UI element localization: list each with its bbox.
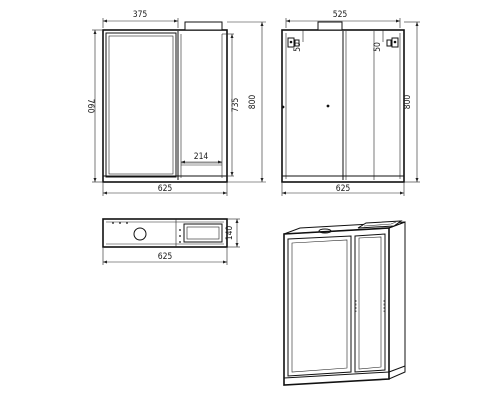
dim-back-offset-right: 50	[373, 42, 383, 52]
dim-front-shelf-width: 214	[194, 152, 209, 162]
dim-front-width-top: 375	[133, 10, 148, 20]
dim-back-offset-left: 50	[293, 42, 303, 52]
dim-front-height-right: 800	[248, 95, 258, 110]
back-view: 525 50 50 800 625	[281, 10, 420, 196]
dim-back-height-right: 800	[403, 95, 413, 110]
dim-front-width-bottom: 625	[158, 184, 173, 194]
isometric-view	[283, 220, 406, 386]
dim-top-width-bottom: 625	[158, 252, 173, 262]
dim-front-height-inner: 735	[231, 98, 241, 113]
dim-back-width-top: 525	[333, 10, 348, 20]
top-view: 140 625	[102, 218, 240, 265]
dim-back-width-bottom: 625	[336, 184, 351, 194]
dim-top-depth: 140	[225, 226, 235, 241]
dim-front-height-left: 760	[85, 99, 95, 114]
front-view: 375 760 735 800	[85, 10, 266, 196]
